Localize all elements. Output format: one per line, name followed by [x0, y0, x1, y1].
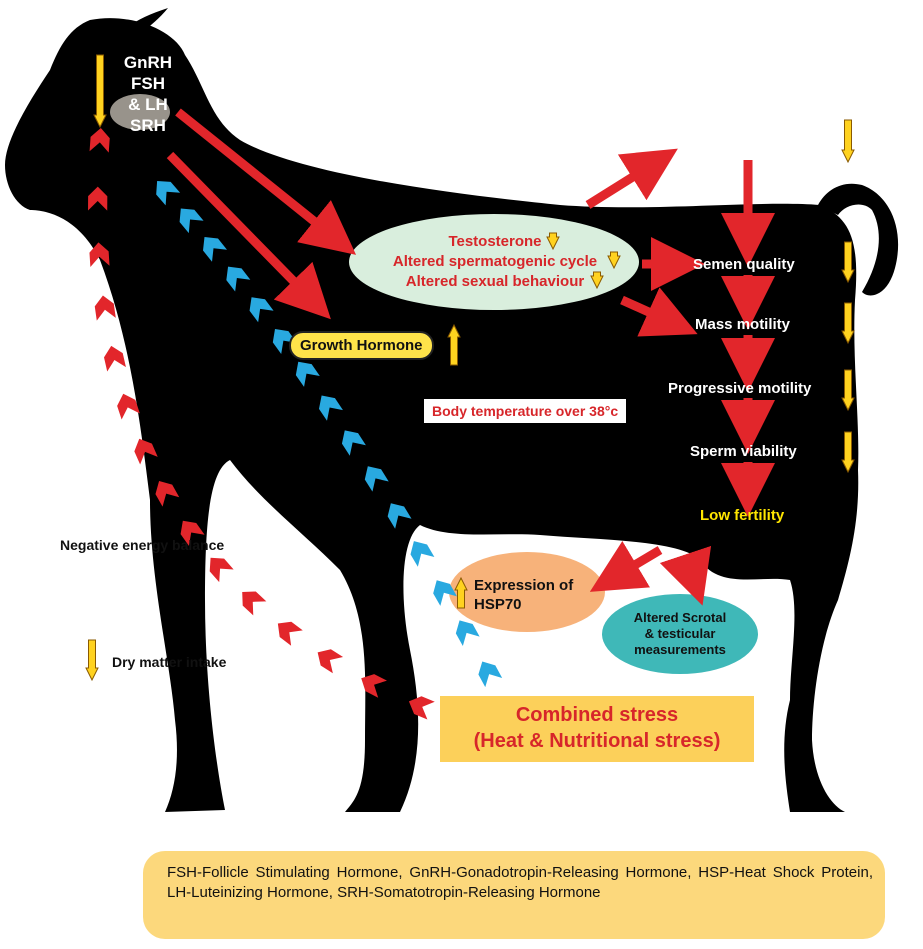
blue-chevrons-chevron [406, 536, 435, 566]
mass-motility-label: Mass motility [695, 316, 790, 333]
red-chevrons-chevron [93, 294, 115, 320]
hsp-line1: Expression of [474, 576, 573, 595]
abbreviation-legend: FSH-Follicle Stimulating Hormone, GnRH-G… [143, 851, 885, 939]
hsp-label: Expression of HSP70 [474, 576, 573, 614]
combined-stress-title: Combined stress [440, 704, 754, 727]
hormone-gnrh: GnRH [113, 52, 183, 73]
scrotal-line2: & testicular [602, 626, 758, 642]
blue-chevrons-chevron [474, 657, 502, 687]
down-arrow-icon [86, 640, 98, 680]
arrow-fertility-to-scrotal [686, 556, 694, 580]
red-chevrons-chevron [272, 616, 303, 646]
red-chevrons-chevron [203, 551, 233, 582]
dry-matter-label: Dry matter intake [112, 654, 226, 670]
arrow-effects-to-volume [588, 163, 655, 205]
arrow-fertility-to-hsp [613, 550, 660, 578]
legend-text: FSH-Follicle Stimulating Hormone, GnRH-G… [167, 863, 873, 903]
low-fertility-label: Low fertility [700, 507, 784, 524]
scrotal-line1: Altered Scrotal [602, 610, 758, 626]
negative-energy-label: Negative energy balance [60, 537, 224, 553]
red-chevrons-chevron [102, 344, 126, 372]
effect-testosterone: Testosterone [350, 232, 640, 252]
down-arrow-icon [842, 120, 854, 162]
scrotal-line3: measurements [602, 642, 758, 658]
effects-labels: Testosterone Altered spermatogenic cycle… [350, 232, 640, 292]
hormone-srh: SRH [113, 115, 183, 136]
effect-behaviour: Altered sexual behaviour [350, 272, 640, 292]
scrotal-label: Altered Scrotal & testicular measurement… [602, 610, 758, 658]
red-chevrons-chevron [313, 644, 344, 673]
growth-hormone-label: Growth Hormone [289, 331, 434, 360]
sperm-viability-label: Sperm viability [690, 443, 797, 460]
hormone-lh: & LH [113, 94, 183, 115]
hormone-fsh: FSH [113, 73, 183, 94]
combined-stress-subtitle: (Heat & Nutritional stress) [440, 730, 754, 753]
semen-volume-label: Semen Volume [690, 135, 796, 152]
body-temperature-label: Body temperature over 38°c [424, 399, 626, 423]
combined-stress-box: Combined stress (Heat & Nutritional stre… [440, 696, 754, 762]
progressive-motility-label: Progressive motility [668, 380, 811, 397]
effect-spermatogenic: Altered spermatogenic cycle [350, 252, 640, 272]
hsp-line2: HSP70 [474, 595, 573, 614]
semen-quality-label: Semen quality [693, 256, 795, 273]
hormone-labels: GnRH FSH & LH SRH [113, 52, 183, 136]
red-chevrons-chevron [236, 585, 267, 615]
